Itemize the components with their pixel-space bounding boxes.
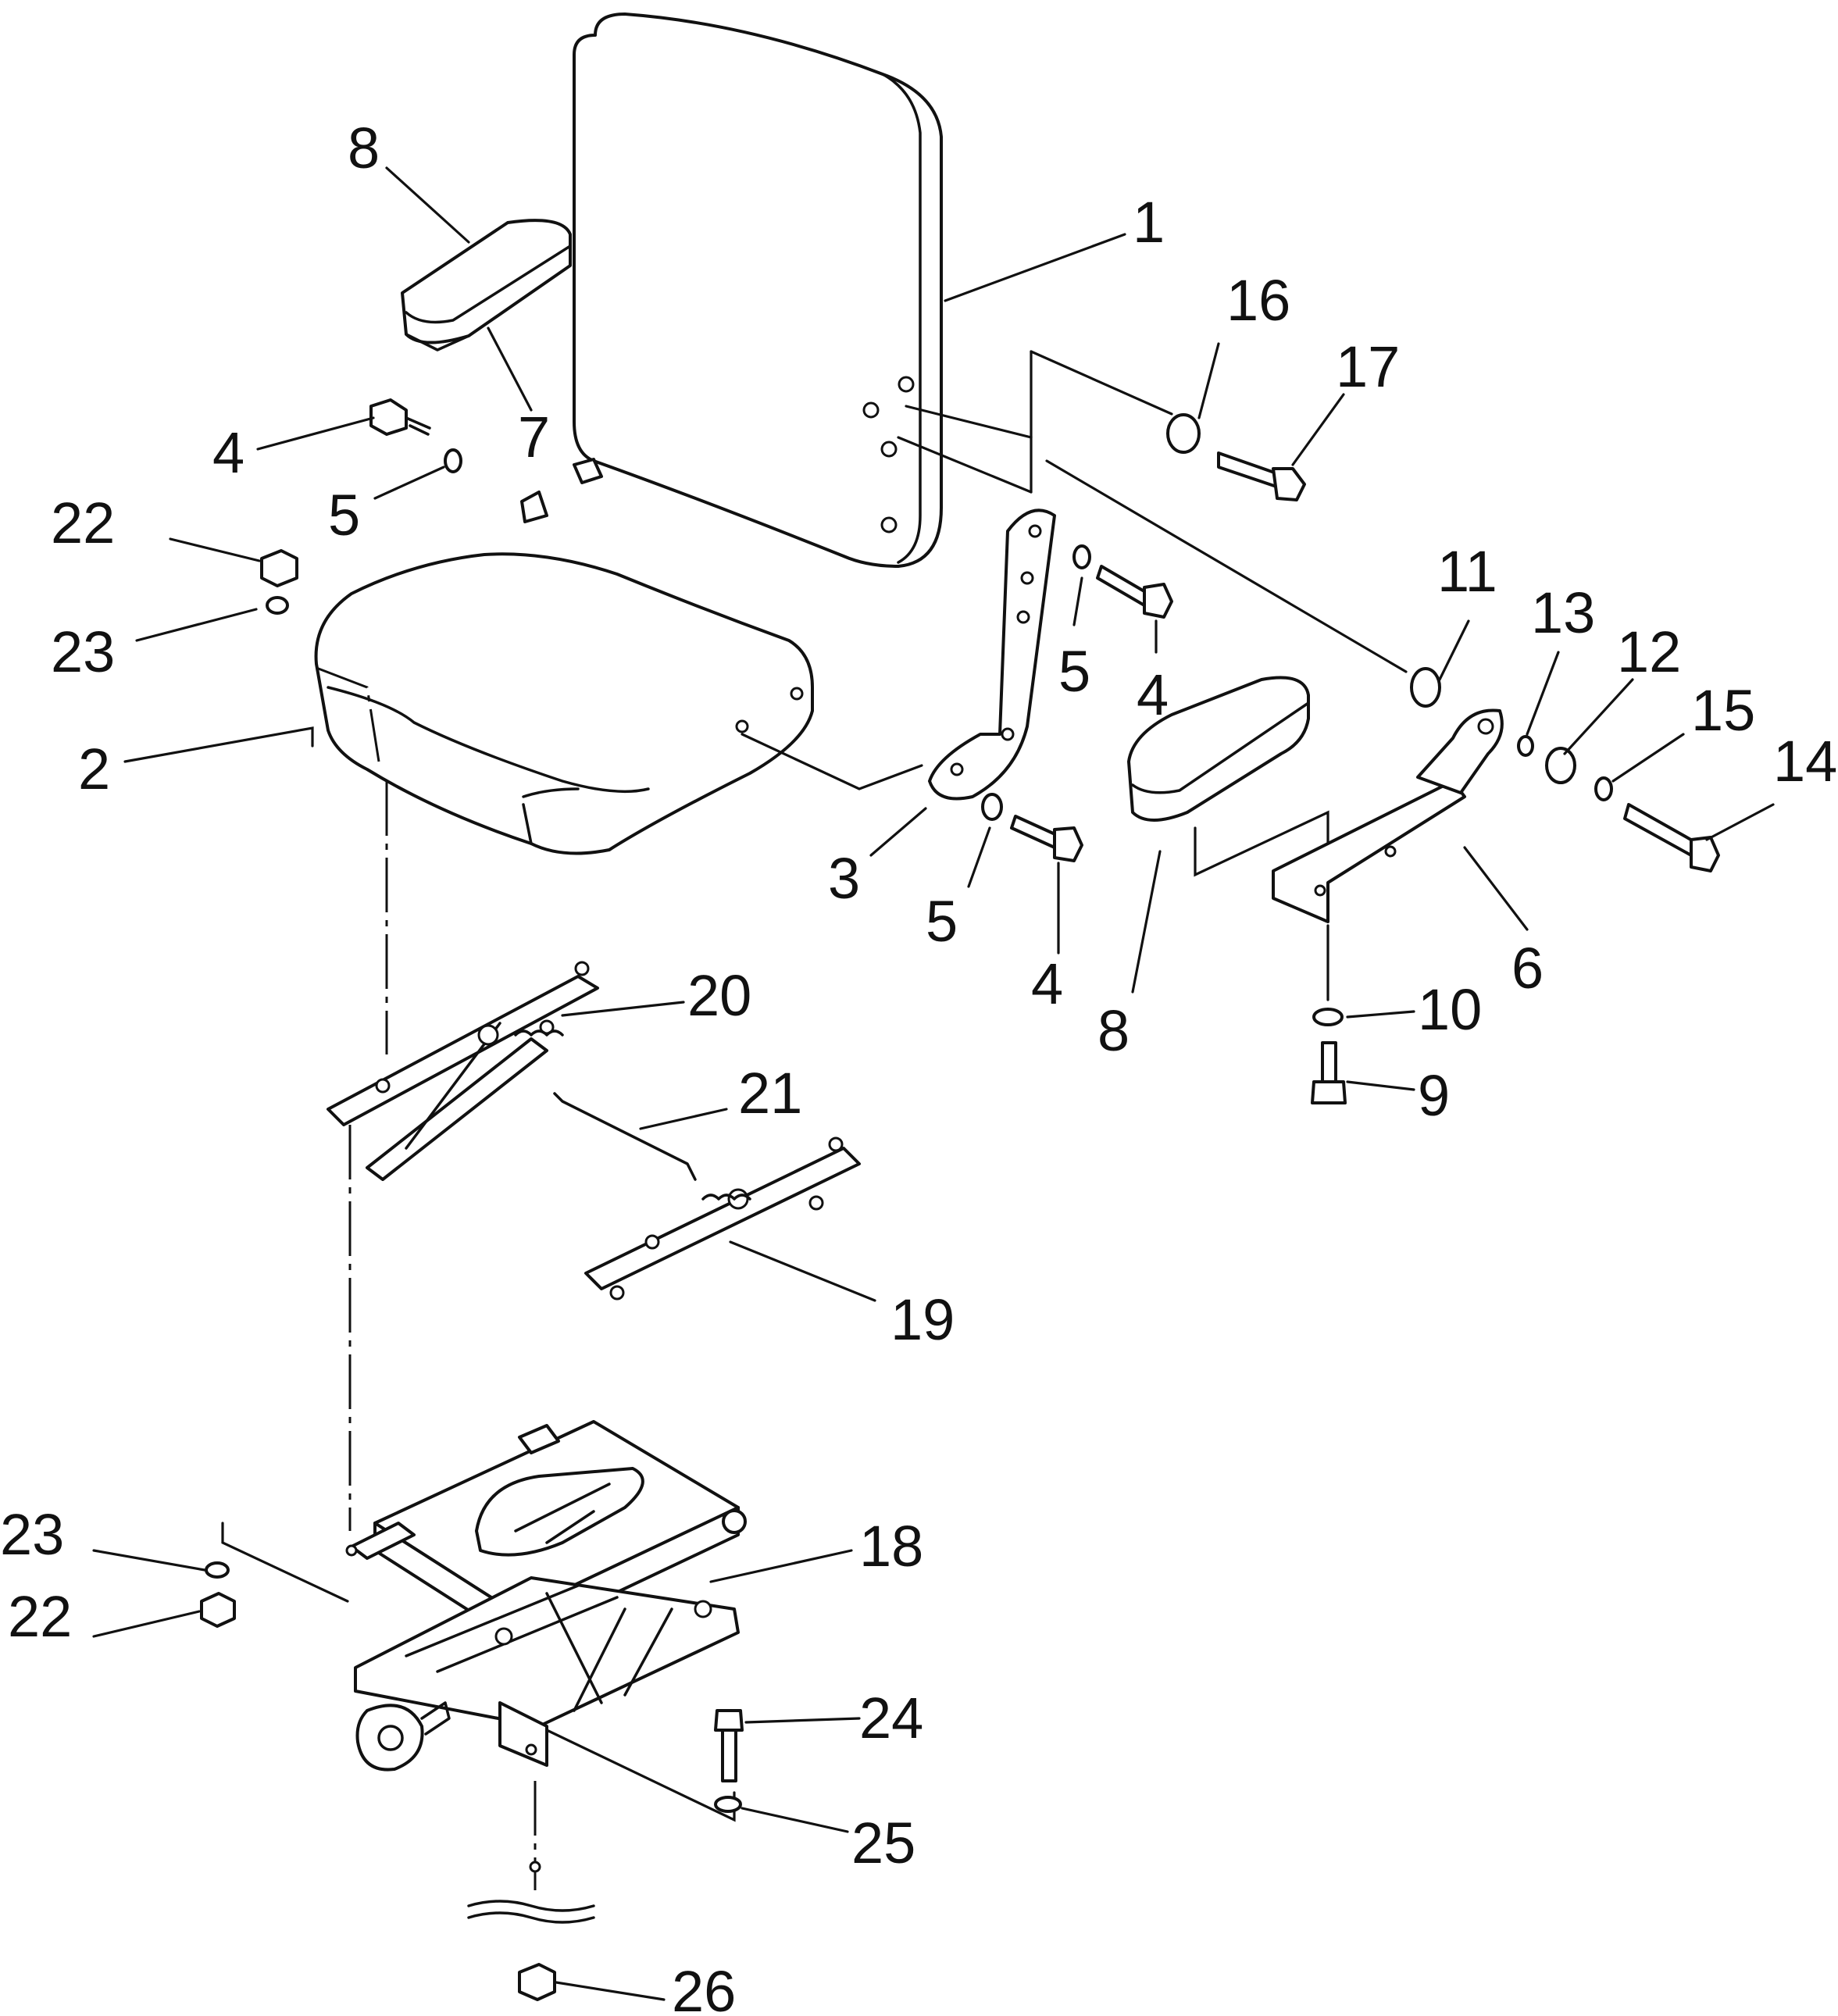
bolt-17	[1217, 451, 1306, 501]
height-adjust-knob	[355, 1701, 451, 1772]
callout-16: 16	[1226, 268, 1290, 333]
callout-22-lower: 22	[8, 1584, 72, 1649]
callout-19: 19	[890, 1287, 955, 1352]
washer-23-lower	[205, 1561, 230, 1579]
callout-24: 24	[859, 1686, 923, 1750]
washer-5-mid	[1072, 544, 1091, 569]
washer-5-upper-left	[444, 448, 462, 473]
slide-rail-lower	[584, 1136, 861, 1301]
side-bracket	[928, 508, 1056, 801]
callout-5-mid: 5	[1058, 639, 1090, 704]
nut-12	[1545, 747, 1576, 784]
guide-left-bracket	[221, 1522, 349, 1603]
callout-25: 25	[851, 1811, 915, 1875]
callout-1: 1	[1133, 190, 1165, 255]
right-armrest	[1127, 676, 1310, 822]
callout-5-upper-left: 5	[328, 483, 360, 548]
washer-10	[1312, 1008, 1344, 1026]
washer-23-upper	[266, 596, 289, 615]
armrest-bracket	[1194, 708, 1504, 923]
guide-right-bracket	[545, 1729, 736, 1822]
callout-4-upper-left: 4	[212, 420, 244, 485]
slide-rail-upper	[327, 961, 599, 1181]
alignment-lines-upper	[741, 350, 1408, 790]
seat-back	[573, 12, 943, 568]
callout-21: 21	[738, 1061, 802, 1126]
callout-3: 3	[828, 846, 860, 911]
suspension-unit	[345, 1420, 747, 1767]
callout-13: 13	[1531, 580, 1595, 645]
callout-10: 10	[1418, 977, 1482, 1042]
callout-23-lower: 23	[0, 1502, 64, 1567]
bolt-14	[1623, 803, 1720, 872]
bolt-4-upper-left	[369, 398, 431, 436]
nut-22-lower	[200, 1592, 236, 1628]
callout-8-left: 8	[348, 116, 380, 180]
nut-26	[518, 1963, 556, 2001]
callout-7: 7	[518, 405, 550, 469]
callout-18: 18	[859, 1514, 923, 1579]
bolt-9	[1311, 1041, 1347, 1104]
washer-13	[1517, 735, 1534, 757]
callout-26: 26	[672, 1959, 736, 2016]
washer-25	[714, 1796, 742, 1813]
washer-5-lower	[981, 793, 1003, 821]
callout-23-upper: 23	[51, 619, 115, 684]
callout-9: 9	[1418, 1063, 1450, 1128]
left-armrest	[401, 219, 572, 351]
adjust-rod	[553, 1092, 697, 1181]
washer-16	[1166, 413, 1201, 454]
callout-17: 17	[1336, 334, 1400, 399]
break-mark	[467, 1900, 595, 1924]
callout-2: 2	[78, 737, 110, 801]
callout-14: 14	[1773, 729, 1837, 794]
callout-leaders	[92, 166, 1775, 2001]
guide-bottom-hole	[529, 1861, 541, 1873]
bolt-4-mid	[1096, 565, 1173, 619]
callout-6: 6	[1511, 936, 1544, 1001]
callout-5-lower: 5	[926, 889, 958, 954]
callout-15: 15	[1691, 678, 1755, 743]
callout-20: 20	[687, 963, 751, 1028]
callout-12: 12	[1617, 619, 1681, 684]
bolt-24	[714, 1709, 744, 1782]
nut-22-upper	[260, 549, 298, 587]
callout-11: 11	[1437, 539, 1497, 604]
callout-8-right: 8	[1097, 998, 1130, 1063]
washer-15	[1594, 776, 1613, 801]
seat-cushion	[314, 491, 814, 855]
callout-4-mid: 4	[1137, 662, 1169, 727]
washer-11	[1410, 667, 1441, 708]
bolt-4-lower	[1010, 815, 1083, 862]
callout-4-lower: 4	[1031, 951, 1063, 1016]
callout-22-upper: 22	[51, 491, 115, 555]
